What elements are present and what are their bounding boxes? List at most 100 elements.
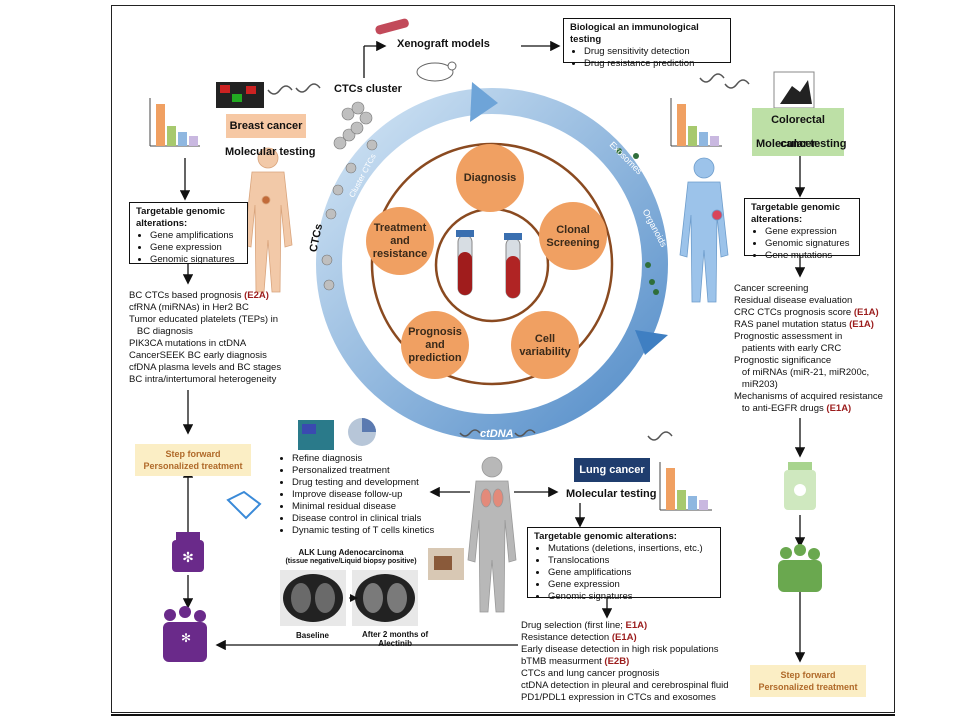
crc-list-item: of miRNAs (miR-21, miR200c, xyxy=(734,367,883,379)
crc-list-item-text: to anti-EGFR drugs xyxy=(734,403,827,414)
histology-image xyxy=(298,420,334,450)
breast-list-item-text: cfRNA (miRNAs) in Her2 BC xyxy=(129,302,249,313)
crc-list-item: Mechanisms of acquired resistance xyxy=(734,391,883,403)
vessel-image xyxy=(375,18,409,35)
lung-box-item: Mutations (deletions, insertions, etc.) xyxy=(548,543,714,555)
flow-plot-image xyxy=(773,71,815,109)
lung-box-item: Genomic signatures xyxy=(548,591,714,603)
tag-colorectal-cancer: Colorectal cancer xyxy=(752,108,844,156)
lung-list-evidence-code: (E2B) xyxy=(604,656,630,667)
breast-list-item: BC diagnosis xyxy=(129,326,281,338)
lung-list-item-text: ctDNA detection in pleural and cerebrosp… xyxy=(521,680,729,691)
breast-step-forward: Step forward Personalized treatment xyxy=(135,444,251,476)
crc-box-item: Gene mutations xyxy=(765,250,853,262)
benefits-list: Refine diagnosis Personalized treatment … xyxy=(280,453,434,537)
crc-list-item-text: patients with early CRC xyxy=(734,343,842,354)
organoid-dots-icon xyxy=(616,148,659,295)
lung-list-item: PD1/PDL1 expression in CTCs and exosomes xyxy=(521,692,729,704)
lung-box-item: Gene expression xyxy=(548,579,714,591)
crc-list-evidence-code: (E1A) xyxy=(826,403,852,414)
crc-molecular: Molecular testing xyxy=(756,138,847,150)
bubble-prognosis xyxy=(401,311,469,379)
tissue-image xyxy=(428,548,464,580)
drug-bottle-breast-icon: ✻ xyxy=(172,532,204,572)
crc-list-item: Prognostic significance xyxy=(734,355,883,367)
ring-arrowhead-top xyxy=(470,82,498,122)
ring-arrowhead-right xyxy=(635,330,668,355)
lung-box-title: Targetable genomic alterations: xyxy=(534,531,677,542)
benefit-item: Improve disease follow-up xyxy=(292,489,434,501)
breast-list-item-text: BC diagnosis xyxy=(129,326,193,337)
benefit-item: Refine diagnosis xyxy=(292,453,434,465)
crc-step-forward: Step forward Personalized treatment xyxy=(750,665,866,697)
ctc-cells-icon xyxy=(321,101,378,291)
bio-item: Drug sensitivity detection xyxy=(584,46,724,58)
lung-list-item-text: PD1/PDL1 expression in CTCs and exosomes xyxy=(521,692,716,703)
lung-list-item-text: CTCs and lung cancer prognosis xyxy=(521,668,660,679)
crc-list-item: RAS panel mutation status (E1A) xyxy=(734,319,883,331)
bio-testing-title: Biological an immunological testing xyxy=(570,22,699,45)
breast-list-item: PIK3CA mutations in ctDNA xyxy=(129,338,281,350)
breast-list-item: BC CTCs based prognosis (E2A) xyxy=(129,290,281,302)
crc-box-item: Gene expression xyxy=(765,226,853,238)
center-circle xyxy=(434,207,550,323)
crc-list-item-text: RAS panel mutation status xyxy=(734,319,850,330)
svg-text:✻: ✻ xyxy=(182,549,194,565)
crc-list-item-text: Mechanisms of acquired resistance xyxy=(734,391,883,402)
benefit-item: Minimal residual disease xyxy=(292,501,434,513)
breast-box-item: Gene amplifications xyxy=(150,230,241,242)
lung-list-item-text: Drug selection (first line; xyxy=(521,620,626,631)
breast-list: BC CTCs based prognosis (E2A)cfRNA (miRN… xyxy=(129,290,281,386)
crc-list-item: CRC CTCs prognosis score (E1A) xyxy=(734,307,883,319)
lung-list-item-text: Early disease detection in high risk pop… xyxy=(521,644,719,655)
lung-list-item: Early disease detection in high risk pop… xyxy=(521,644,729,656)
lung-box-item: Gene amplifications xyxy=(548,567,714,579)
bubble-cell-variability xyxy=(511,311,579,379)
crc-list-item: Residual disease evaluation xyxy=(734,295,883,307)
lung-list-item: ctDNA detection in pleural and cerebrosp… xyxy=(521,680,729,692)
ct-baseline: Baseline xyxy=(296,631,329,640)
crc-list-item-text: of miRNAs (miR-21, miR200c, xyxy=(734,367,870,378)
lung-molecular: Molecular testing xyxy=(566,488,657,500)
test-tubes-icon xyxy=(456,230,522,299)
ct-scan-baseline-image xyxy=(280,570,346,626)
lung-list-item: Resistance detection (E1A) xyxy=(521,632,729,644)
crc-list-item: to anti-EGFR drugs (E1A) xyxy=(734,403,883,415)
crc-list-item: miR203) xyxy=(734,379,883,391)
breast-list-item: CancerSEEK BC early diagnosis xyxy=(129,350,281,362)
drug-bottle-crc-icon xyxy=(784,462,816,510)
crc-list-evidence-code: (E1A) xyxy=(849,319,874,330)
label-cell-variability: Cell variability xyxy=(519,333,571,358)
mouse-image xyxy=(416,61,457,82)
bubble-clonal xyxy=(539,202,607,270)
lung-list-item: bTMB measurment (E2B) xyxy=(521,656,729,668)
lung-list-evidence-code: (E1A) xyxy=(611,632,637,643)
ring-label-ctdna: ctDNA xyxy=(480,428,514,440)
patients-group-crc-icon xyxy=(778,544,822,592)
heatmap-image xyxy=(216,82,264,108)
dna-icons xyxy=(267,73,750,441)
crc-list-item-text: CRC CTCs prognosis score xyxy=(734,307,854,318)
crc-list-item-text: Cancer screening xyxy=(734,283,809,294)
lung-list: Drug selection (first line; E1A)Resistan… xyxy=(521,620,729,704)
breast-list-item: cfRNA (miRNAs) in Her2 BC xyxy=(129,302,281,314)
crc-list-evidence-code: (E1A) xyxy=(853,307,879,318)
inner-circle xyxy=(370,142,614,386)
breast-list-item-text: CancerSEEK BC early diagnosis xyxy=(129,350,267,361)
bar-chart-lung-icon xyxy=(659,462,712,511)
breast-list-item-text: PIK3CA mutations in ctDNA xyxy=(129,338,247,349)
benefit-item: Dynamic testing of T cells kinetics xyxy=(292,525,434,537)
benefit-item: Personalized treatment xyxy=(292,465,434,477)
crc-list-item-text: miR203) xyxy=(734,379,778,390)
svg-text:✻: ✻ xyxy=(181,631,191,645)
human-figure-lung-icon xyxy=(467,456,517,613)
human-figure-breast-icon xyxy=(243,147,293,293)
breast-list-item-text: BC intra/intertumoral heterogeneity xyxy=(129,374,277,385)
bar-chart-crc-icon xyxy=(670,98,722,147)
label-clonal: Clonal Screening xyxy=(546,224,600,249)
breast-box-item: Genomic signatures xyxy=(150,254,241,266)
bar-chart-breast-icon xyxy=(149,98,200,147)
